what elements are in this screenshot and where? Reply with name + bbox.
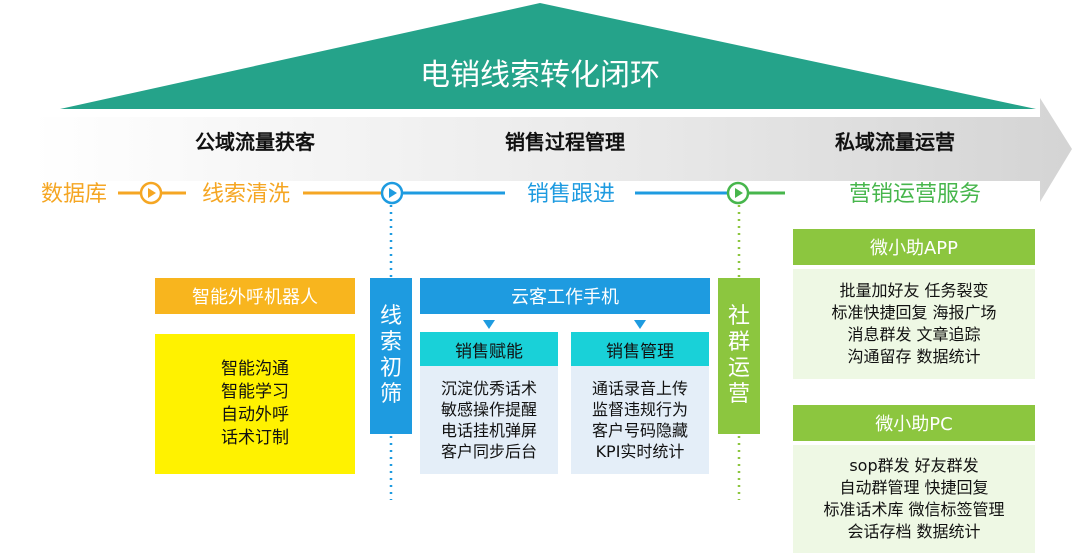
app-feature: 消息群发 文章追踪 xyxy=(847,325,981,344)
screening-char: 初 xyxy=(379,356,402,381)
pc-feature: 会话存档 数据统计 xyxy=(847,522,981,541)
enable-item: 敏感操作提醒 xyxy=(440,400,537,419)
sales-enable-title: 销售赋能 xyxy=(420,332,558,366)
pc-feature: 标准话术库 微信标签管理 xyxy=(823,500,1005,519)
pc-feature: 自动群管理 快捷回复 xyxy=(839,478,989,497)
manage-item: KPI实时统计 xyxy=(595,442,685,461)
stage-marketing-service: 营销运营服务 xyxy=(848,182,981,207)
play-icon xyxy=(389,188,397,198)
robot-feature: 智能沟通 xyxy=(221,359,289,379)
pc-title-box: 微小助PC xyxy=(793,405,1035,441)
sales-manage-title: 销售管理 xyxy=(571,332,709,366)
app-feature: 沟通留存 数据统计 xyxy=(847,347,981,366)
manage-item: 监督违规行为 xyxy=(591,400,688,419)
community-ops-bar: 社 群 运 营 xyxy=(718,278,760,434)
process-arrow xyxy=(32,98,1072,202)
robot-features-box: 智能沟通 智能学习 自动外呼 话术订制 xyxy=(155,334,355,474)
manage-item: 客户号码隐藏 xyxy=(591,421,688,440)
community-char: 运 xyxy=(727,356,750,381)
arrow-down-icon xyxy=(483,320,495,329)
play-icon xyxy=(148,188,156,198)
app-feature: 批量加好友 任务裂变 xyxy=(839,281,989,300)
pc-feature: sop群发 好友群发 xyxy=(849,456,979,475)
screening-char: 筛 xyxy=(379,382,402,407)
community-char: 社 xyxy=(727,304,750,329)
robot-title-box: 智能外呼机器人 xyxy=(155,278,355,314)
manage-item: 通话录音上传 xyxy=(591,379,688,398)
diagram-title: 电销线索转化闭环 xyxy=(420,58,660,93)
section-private-traffic: 私域流量运营 xyxy=(835,129,955,154)
arrow-down-icon xyxy=(634,320,646,329)
community-char: 营 xyxy=(727,382,750,407)
pc-features-panel: sop群发 好友群发 自动群管理 快捷回复 标准话术库 微信标签管理 会话存档 … xyxy=(793,445,1035,553)
enable-item: 客户同步后台 xyxy=(440,442,537,461)
stage-sales-followup: 销售跟进 xyxy=(526,182,615,207)
enable-item: 沉淀优秀话术 xyxy=(440,379,537,398)
app-title-box: 微小助APP xyxy=(793,229,1035,265)
section-public-traffic: 公域流量获客 xyxy=(195,129,315,154)
screening-char: 索 xyxy=(379,330,402,355)
screening-char: 线 xyxy=(379,304,402,329)
enable-item: 电话挂机弹屏 xyxy=(440,421,537,440)
robot-feature: 自动外呼 xyxy=(221,405,289,425)
app-features-panel: 批量加好友 任务裂变 标准快捷回复 海报广场 消息群发 文章追踪 沟通留存 数据… xyxy=(793,269,1035,379)
stage-lead-cleaning: 线索清洗 xyxy=(201,182,290,207)
stage-database: 数据库 xyxy=(40,182,107,207)
app-feature: 标准快捷回复 海报广场 xyxy=(831,303,997,322)
sales-manage-panel: 通话录音上传 监督违规行为 客户号码隐藏 KPI实时统计 xyxy=(571,366,709,474)
robot-feature: 话术订制 xyxy=(221,428,289,448)
cloud-phone-title-box: 云客工作手机 xyxy=(420,278,710,314)
roof-triangle xyxy=(60,3,1036,109)
robot-feature: 智能学习 xyxy=(221,382,289,402)
section-sales-process: 销售过程管理 xyxy=(505,129,625,154)
play-icon xyxy=(735,188,743,198)
community-char: 群 xyxy=(727,330,750,355)
sales-enable-panel: 沉淀优秀话术 敏感操作提醒 电话挂机弹屏 客户同步后台 xyxy=(420,366,558,474)
lead-screening-bar: 线 索 初 筛 xyxy=(370,278,412,434)
